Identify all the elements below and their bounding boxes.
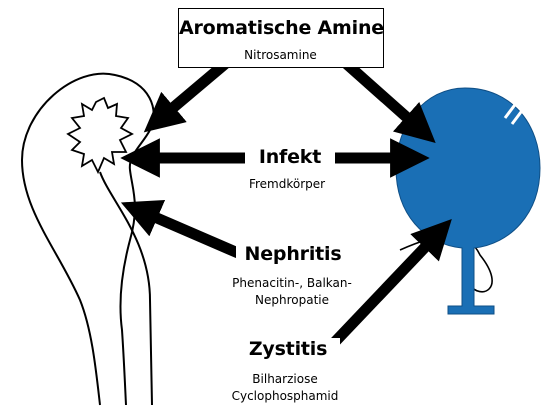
infekt-subtitle: Fremdkörper bbox=[230, 176, 344, 192]
zystitis-title: Zystitis bbox=[236, 338, 340, 360]
zystitis-line2: Cyclophosphamid bbox=[210, 388, 360, 404]
arrow-nephritis-to-kidney bbox=[150, 215, 238, 253]
bladder bbox=[396, 88, 540, 314]
zystitis-line1: Bilharziose bbox=[210, 371, 360, 387]
bladder-body bbox=[396, 88, 540, 314]
box-title: Aromatische Amine bbox=[179, 17, 382, 39]
renal-pelvis bbox=[68, 98, 132, 172]
nephritis-line1: Phenacitin-, Balkan- bbox=[214, 275, 370, 291]
ureter-left bbox=[100, 172, 152, 405]
box-subtitle: Nitrosamine bbox=[179, 47, 382, 63]
infekt-title: Infekt bbox=[245, 146, 335, 168]
nephritis-title: Nephritis bbox=[236, 243, 350, 265]
carcinogen-box: Aromatische Amine Nitrosamine bbox=[178, 8, 384, 68]
nephritis-line2: Nephropatie bbox=[214, 292, 370, 308]
